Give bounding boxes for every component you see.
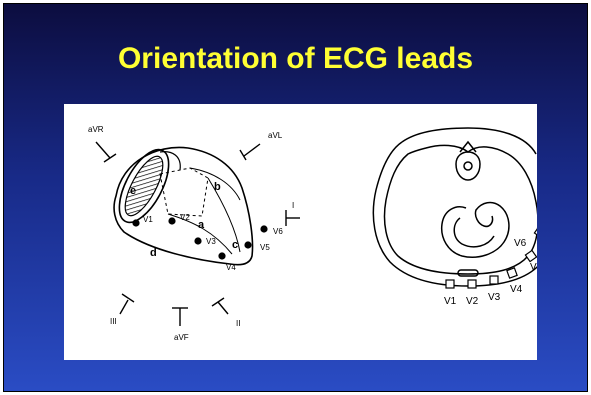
heart-lead-v1-label: V1 bbox=[143, 215, 153, 224]
heart-lead-v3-label: V3 bbox=[206, 237, 216, 246]
lead-avr-label: aVR bbox=[88, 125, 104, 134]
heart-lead-v6-label: V6 bbox=[273, 227, 283, 236]
electrode-v2-dot bbox=[168, 217, 175, 224]
thorax-lead-v6-label: V6 bbox=[514, 238, 527, 249]
thorax-lead-v3-label: V3 bbox=[488, 292, 501, 303]
lead-avr-marker bbox=[96, 142, 116, 162]
slide-title: Orientation of ECG leads bbox=[4, 42, 587, 76]
thorax-electrode-v2 bbox=[468, 280, 476, 288]
thorax-inner-wall bbox=[385, 145, 538, 274]
thorax-electrode-v1 bbox=[446, 280, 454, 288]
thorax-electrode-v4 bbox=[507, 268, 517, 278]
lead-i-marker bbox=[286, 210, 300, 226]
spinal-canal bbox=[464, 162, 472, 170]
region-e-label: e bbox=[130, 185, 136, 197]
sternum bbox=[458, 270, 478, 276]
region-c-label: c bbox=[232, 239, 238, 251]
thorax-outer-wall-right bbox=[402, 128, 536, 154]
region-a-label: a bbox=[198, 219, 205, 231]
spine bbox=[456, 152, 480, 180]
lead-avf-marker bbox=[172, 308, 188, 326]
thorax-electrode-v5 bbox=[525, 250, 536, 261]
ecg-diagram-figure: e b a c d V1 V2 V3 V4 V5 V6 bbox=[64, 104, 537, 360]
heart-lead-v5-label: V5 bbox=[260, 243, 270, 252]
lead-iii-label: III bbox=[110, 317, 117, 326]
thorax-electrode-v3 bbox=[490, 276, 498, 284]
electrode-v6-dot bbox=[260, 225, 267, 232]
thorax-heart-inner bbox=[454, 218, 494, 247]
lead-avf-label: aVF bbox=[174, 333, 189, 342]
lead-ii-label: II bbox=[236, 319, 240, 328]
electrode-v3-dot bbox=[194, 237, 201, 244]
electrode-v5-dot bbox=[244, 241, 251, 248]
heart-lead-v2-label: V2 bbox=[180, 213, 190, 222]
spine-process bbox=[460, 142, 476, 152]
electrode-v4-dot bbox=[218, 252, 225, 259]
thorax-lead-v4-label: V4 bbox=[510, 284, 523, 295]
thorax-diagram bbox=[373, 128, 537, 286]
lead-ii-marker bbox=[212, 298, 228, 314]
ecg-diagram-svg: e b a c d V1 V2 V3 V4 V5 V6 bbox=[64, 104, 537, 360]
lead-avl-label: aVL bbox=[268, 131, 283, 140]
thorax-lead-v2-label: V2 bbox=[466, 296, 479, 307]
slide: Orientation of ECG leads bbox=[3, 3, 588, 392]
thorax-lead-v1-label: V1 bbox=[444, 296, 457, 307]
region-d-label: d bbox=[150, 247, 157, 259]
region-b-label: b bbox=[214, 181, 221, 193]
thorax-outer-wall bbox=[373, 142, 537, 286]
thorax-lead-v5-label: V5 bbox=[530, 262, 537, 273]
lead-i-label: I bbox=[292, 201, 294, 210]
lead-iii-marker bbox=[120, 294, 134, 314]
heart-lead-v4-label: V4 bbox=[226, 263, 236, 272]
thorax-heart bbox=[442, 203, 509, 258]
electrode-v1-dot bbox=[132, 219, 139, 226]
lead-avl-marker bbox=[240, 144, 260, 160]
